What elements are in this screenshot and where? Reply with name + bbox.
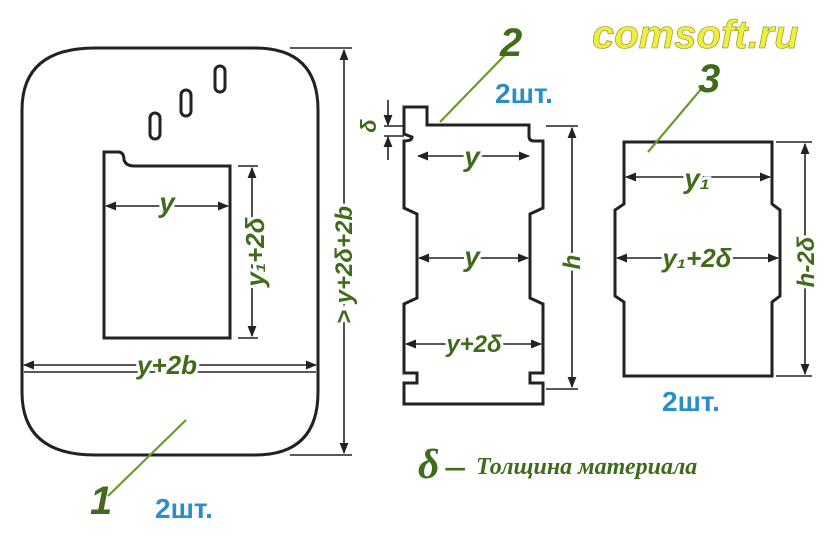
part-2-quantity: 2шт. (495, 78, 553, 109)
part-3-quantity: 2шт. (662, 386, 720, 417)
watermark: comsoft.ru (592, 13, 799, 57)
label-outer-height: > y+2δ+2b (331, 206, 358, 324)
part-2-outline (402, 105, 545, 406)
slot (148, 111, 162, 141)
label-window-width: y (157, 187, 176, 218)
part-1-outline (20, 46, 320, 457)
label-top-width: y (462, 141, 481, 172)
part-3-leader (647, 87, 703, 153)
note-text: Толщина материала (476, 454, 697, 480)
part-3-number: 3 (698, 57, 720, 101)
slot (213, 64, 227, 94)
label-height: h-2δ (793, 236, 820, 287)
label-top-width: y₁ (682, 163, 709, 194)
part-2: δ y y y+2δ h 2 2шт. (356, 21, 589, 406)
material-note: δ – Толщина материала (418, 442, 697, 488)
label-window-height: y₁+2δ (240, 217, 270, 288)
label-mid-width: y₁+2δ (660, 243, 731, 273)
part-2-number: 2 (499, 21, 522, 65)
label-mid-width: y (462, 241, 481, 272)
part-1-quantity: 2шт. (155, 493, 213, 524)
part-1-leader (107, 419, 187, 497)
label-bottom-width: y+2δ (445, 331, 502, 358)
part-3: y₁ y₁+2δ h-2δ 3 2шт. (613, 57, 823, 417)
part-1-window (102, 150, 232, 340)
note-dash: – (445, 445, 465, 487)
part-2-leader (439, 54, 506, 123)
part-1-slots (148, 64, 227, 141)
label-height: h (559, 255, 586, 270)
label-thickness: δ (356, 119, 381, 133)
part-3-outline (613, 140, 782, 378)
part-1: y y₁+2δ y+2b > y+2δ+2b 1 2шт. (20, 46, 361, 524)
slot (179, 88, 193, 118)
label-outer-width: y+2b (135, 350, 197, 380)
part-1-number: 1 (90, 479, 112, 523)
note-symbol: δ (418, 442, 440, 488)
